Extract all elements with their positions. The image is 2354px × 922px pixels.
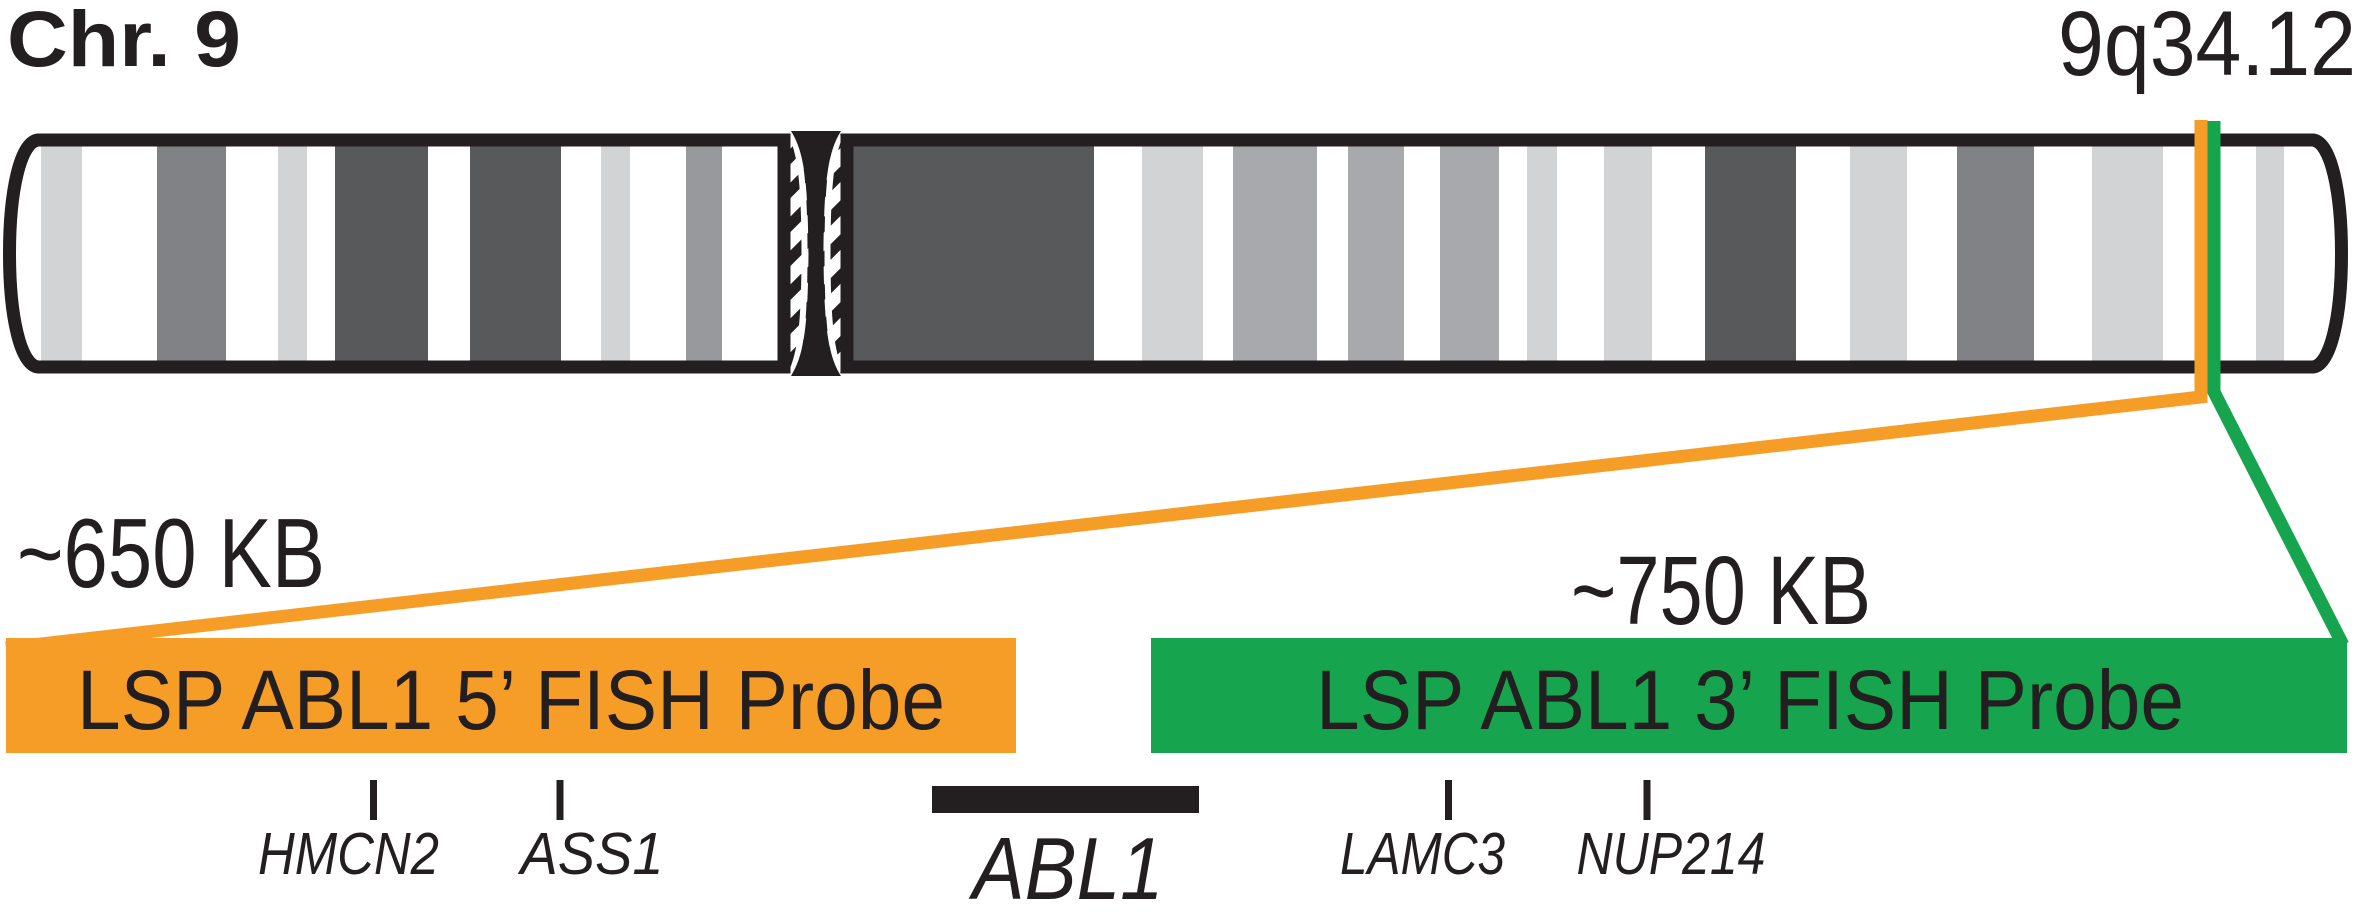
svg-text:LAMC3: LAMC3: [1340, 821, 1505, 887]
svg-text:Chr. 9: Chr. 9: [7, 0, 241, 83]
svg-text:ABL1: ABL1: [968, 819, 1163, 918]
svg-text:LSP ABL1 5’ FISH Probe: LSP ABL1 5’ FISH Probe: [77, 653, 945, 747]
svg-text:~750 KB: ~750 KB: [1571, 536, 1871, 645]
svg-text:NUP214: NUP214: [1577, 821, 1766, 887]
svg-text:~650 KB: ~650 KB: [17, 498, 325, 608]
svg-text:ASS1: ASS1: [518, 821, 664, 887]
svg-text:HMCN2: HMCN2: [258, 821, 439, 887]
svg-text:LSP ABL1 3’ FISH Probe: LSP ABL1 3’ FISH Probe: [1316, 653, 2184, 747]
svg-text:9q34.12: 9q34.12: [2058, 0, 2354, 95]
